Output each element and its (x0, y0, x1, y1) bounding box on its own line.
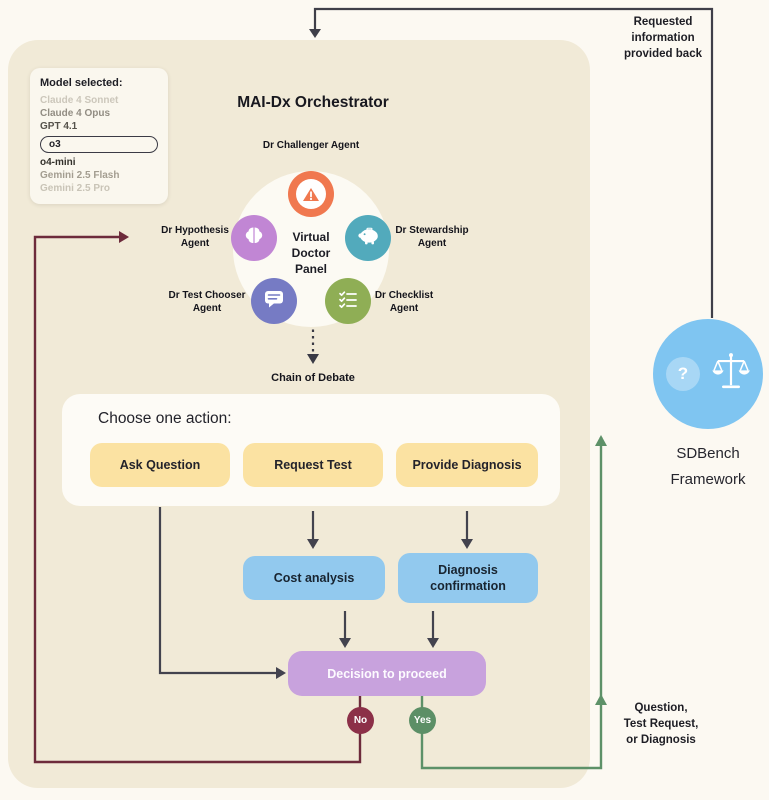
agent-label-test-chooser: Dr Test Chooser Agent (168, 290, 246, 314)
virtual-doctor-panel-label: Virtual Doctor Panel (291, 230, 331, 276)
chain-of-debate-label: Chain of Debate (271, 372, 355, 384)
piggy-bank-icon (356, 225, 381, 251)
model-panel: Model selected: Claude 4 Sonnet Claude 4… (30, 68, 168, 204)
agent-circle-test-chooser (251, 278, 297, 324)
model-option-claude-4-sonnet: Claude 4 Sonnet (40, 95, 119, 106)
incoming-note-line1: Requested (633, 16, 693, 28)
incoming-note-line2: information (631, 32, 695, 44)
action-panel-title: Choose one action: (98, 410, 232, 427)
agent-label-challenger: Dr Challenger Agent (262, 140, 360, 151)
request-test-node: Request Test (243, 443, 383, 487)
sdbench-label-line2: Framework (670, 471, 746, 488)
agent-label-hypothesis: Dr Hypothesis Agent (161, 225, 229, 249)
diagnosis-confirmation-box: Diagnosis confirmation (398, 553, 538, 603)
outgoing-note-line3: or Diagnosis (626, 734, 696, 746)
model-option-gemini-2-5-flash: Gemini 2.5 Flash (40, 170, 120, 181)
decision-to-proceed-box: Decision to proceed (288, 651, 486, 696)
sdbench-label-line1: SDBench (676, 445, 740, 462)
question-icon: ? (666, 357, 700, 391)
agent-circle-checklist (325, 278, 371, 324)
yes-badge: Yes (409, 707, 436, 734)
provide-diagnosis-node: Provide Diagnosis (396, 443, 538, 487)
model-option-o3-label: o3 (49, 139, 61, 150)
model-option-gpt-4-1: GPT 4.1 (40, 121, 78, 132)
agent-circle-challenger (288, 171, 334, 217)
model-option-o3-selected: o3 (40, 136, 158, 153)
incoming-note: Requested information provided back (607, 14, 719, 62)
incoming-note-line3: provided back (624, 48, 702, 60)
orchestrator-title: MAI-Dx Orchestrator (237, 94, 389, 111)
outgoing-note-line2: Test Request, (623, 718, 699, 730)
warning-triangle-icon (296, 179, 326, 209)
model-option-gemini-2-5-pro: Gemini 2.5 Pro (40, 183, 111, 194)
model-panel-title: Model selected: (40, 77, 123, 89)
speech-bubble-list-icon (263, 288, 285, 314)
diagnosis-confirmation-label: Diagnosis confirmation (430, 563, 506, 593)
outgoing-note: Question, Test Request, or Diagnosis (605, 700, 717, 748)
model-option-claude-4-opus: Claude 4 Opus (40, 108, 111, 119)
brain-icon (243, 225, 265, 251)
checklist-icon (338, 289, 358, 314)
scales-icon (709, 349, 753, 400)
cost-analysis-box: Cost analysis (243, 556, 385, 600)
no-badge: No (347, 707, 374, 734)
sdbench-framework-label: SDBench Framework (648, 441, 768, 493)
ask-question-node: Ask Question (90, 443, 230, 487)
outgoing-note-line1: Question, (634, 702, 688, 714)
sdbench-circle: ? (653, 319, 763, 429)
agent-label-checklist: Dr Checklist Agent (374, 290, 434, 314)
agent-label-stewardship: Dr Stewardship Agent (395, 225, 469, 249)
action-panel: Choose one action: Ask Question Request … (62, 394, 560, 506)
model-option-o4-mini: o4-mini (40, 157, 76, 168)
agent-circle-hypothesis (231, 215, 277, 261)
agent-circle-stewardship (345, 215, 391, 261)
